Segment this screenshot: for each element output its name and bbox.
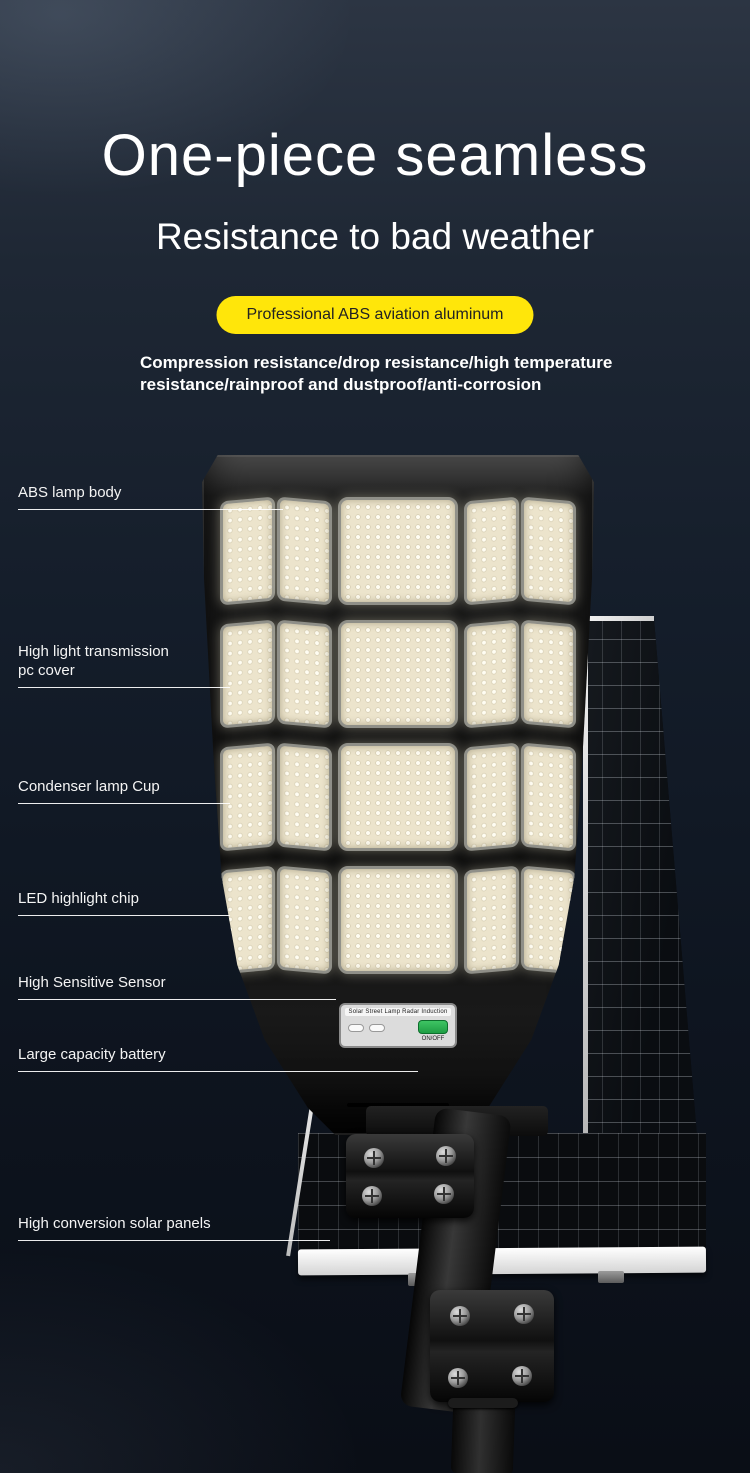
led-grid — [220, 496, 576, 989]
street-lamp: Solar Street Lamp Radar Induction ON/OFF — [202, 455, 594, 1135]
led-module-side — [464, 865, 576, 975]
callout-label: High light transmission pc cover — [18, 643, 169, 679]
indicator-light — [348, 1024, 364, 1032]
led-row — [220, 742, 576, 852]
screw-icon — [362, 1186, 382, 1206]
screw-icon — [512, 1366, 532, 1386]
led-module-side — [220, 865, 332, 975]
screw-icon — [450, 1306, 470, 1326]
callout-line — [18, 802, 230, 804]
callout-label: Large capacity battery — [18, 1046, 166, 1063]
led-module-center — [338, 620, 458, 728]
screw-icon — [514, 1304, 534, 1324]
led-panel — [521, 742, 576, 852]
screw-icon — [364, 1148, 384, 1168]
callout-pc-cover: High light transmission pc cover — [18, 643, 230, 688]
onoff-label: ON/OFF — [421, 1036, 445, 1042]
callout-label: High Sensitive Sensor — [18, 974, 166, 991]
callout-high-sensitive-sensor: High Sensitive Sensor — [18, 974, 336, 1000]
page-subtitle: Resistance to bad weather — [155, 216, 595, 257]
indicator-lights — [348, 1020, 385, 1032]
callout-label: Condenser lamp Cup — [18, 778, 160, 795]
led-panel — [277, 742, 332, 852]
led-panel — [277, 619, 332, 729]
callout-condenser-lamp-cup: Condenser lamp Cup — [18, 778, 230, 804]
led-row — [220, 496, 576, 606]
solar-panel-front-edge — [297, 1246, 707, 1276]
solar-frame-top-edge — [583, 616, 654, 621]
lamp-body: Solar Street Lamp Radar Induction ON/OFF — [202, 455, 594, 1135]
led-module-side — [220, 496, 332, 606]
led-panel — [521, 619, 576, 729]
onoff-button — [418, 1020, 448, 1034]
led-panel — [220, 865, 275, 975]
led-row — [220, 619, 576, 729]
led-module-center — [338, 497, 458, 605]
led-module-center — [338, 866, 458, 974]
led-panel — [464, 496, 519, 606]
led-module-side — [464, 619, 576, 729]
callout-abs-lamp-body: ABS lamp body — [18, 484, 283, 510]
led-row — [220, 865, 576, 975]
pole-lower-segment — [450, 1402, 516, 1473]
callout-label: LED highlight chip — [18, 890, 139, 907]
led-panel — [277, 865, 332, 975]
led-panel — [521, 496, 576, 606]
callout-line — [18, 1070, 418, 1072]
feature-badge: Professional ABS aviation aluminum — [216, 296, 534, 334]
callout-label: High conversion solar panels — [18, 1215, 211, 1232]
page-title: One-piece seamless — [101, 123, 649, 188]
callout-line — [18, 508, 283, 510]
led-module-center — [338, 743, 458, 851]
led-panel — [521, 865, 576, 975]
led-panel — [277, 496, 332, 606]
callout-line — [18, 998, 336, 1000]
callout-line — [18, 1239, 330, 1241]
lamp-bottom-seam — [347, 1103, 449, 1107]
led-module-side — [220, 742, 332, 852]
control-buttons-row: ON/OFF — [345, 1020, 451, 1042]
description-line-1: Compression resistance/drop resistance/h… — [140, 353, 613, 372]
led-module-side — [464, 496, 576, 606]
feature-description: Compression resistance/drop resistance/h… — [140, 352, 620, 397]
led-panel — [464, 619, 519, 729]
bracket-plate-upper — [346, 1134, 474, 1218]
callout-line — [18, 914, 230, 916]
onoff-group: ON/OFF — [418, 1020, 448, 1042]
callout-label: ABS lamp body — [18, 484, 122, 501]
indicator-light — [369, 1024, 385, 1032]
led-panel — [220, 496, 275, 606]
solar-frame-left-edge — [583, 616, 588, 1258]
led-panel — [464, 865, 519, 975]
screw-icon — [448, 1368, 468, 1388]
led-panel — [464, 742, 519, 852]
description-line-2: resistance/rainproof and dustproof/anti-… — [140, 375, 542, 395]
callout-led-highlight-chip: LED highlight chip — [18, 890, 230, 916]
control-panel: Solar Street Lamp Radar Induction ON/OFF — [339, 1003, 457, 1048]
screw-icon — [434, 1184, 454, 1204]
pole-ring — [448, 1398, 518, 1408]
callout-line — [18, 686, 230, 688]
control-panel-title: Solar Street Lamp Radar Induction — [345, 1008, 451, 1016]
bracket-plate-lower — [430, 1290, 554, 1402]
callout-large-capacity-battery: Large capacity battery — [18, 1046, 418, 1072]
screw-icon — [436, 1146, 456, 1166]
callout-high-conversion-solar-panels: High conversion solar panels — [18, 1215, 330, 1241]
led-module-side — [220, 619, 332, 729]
panel-clamp — [598, 1271, 624, 1283]
led-module-side — [464, 742, 576, 852]
